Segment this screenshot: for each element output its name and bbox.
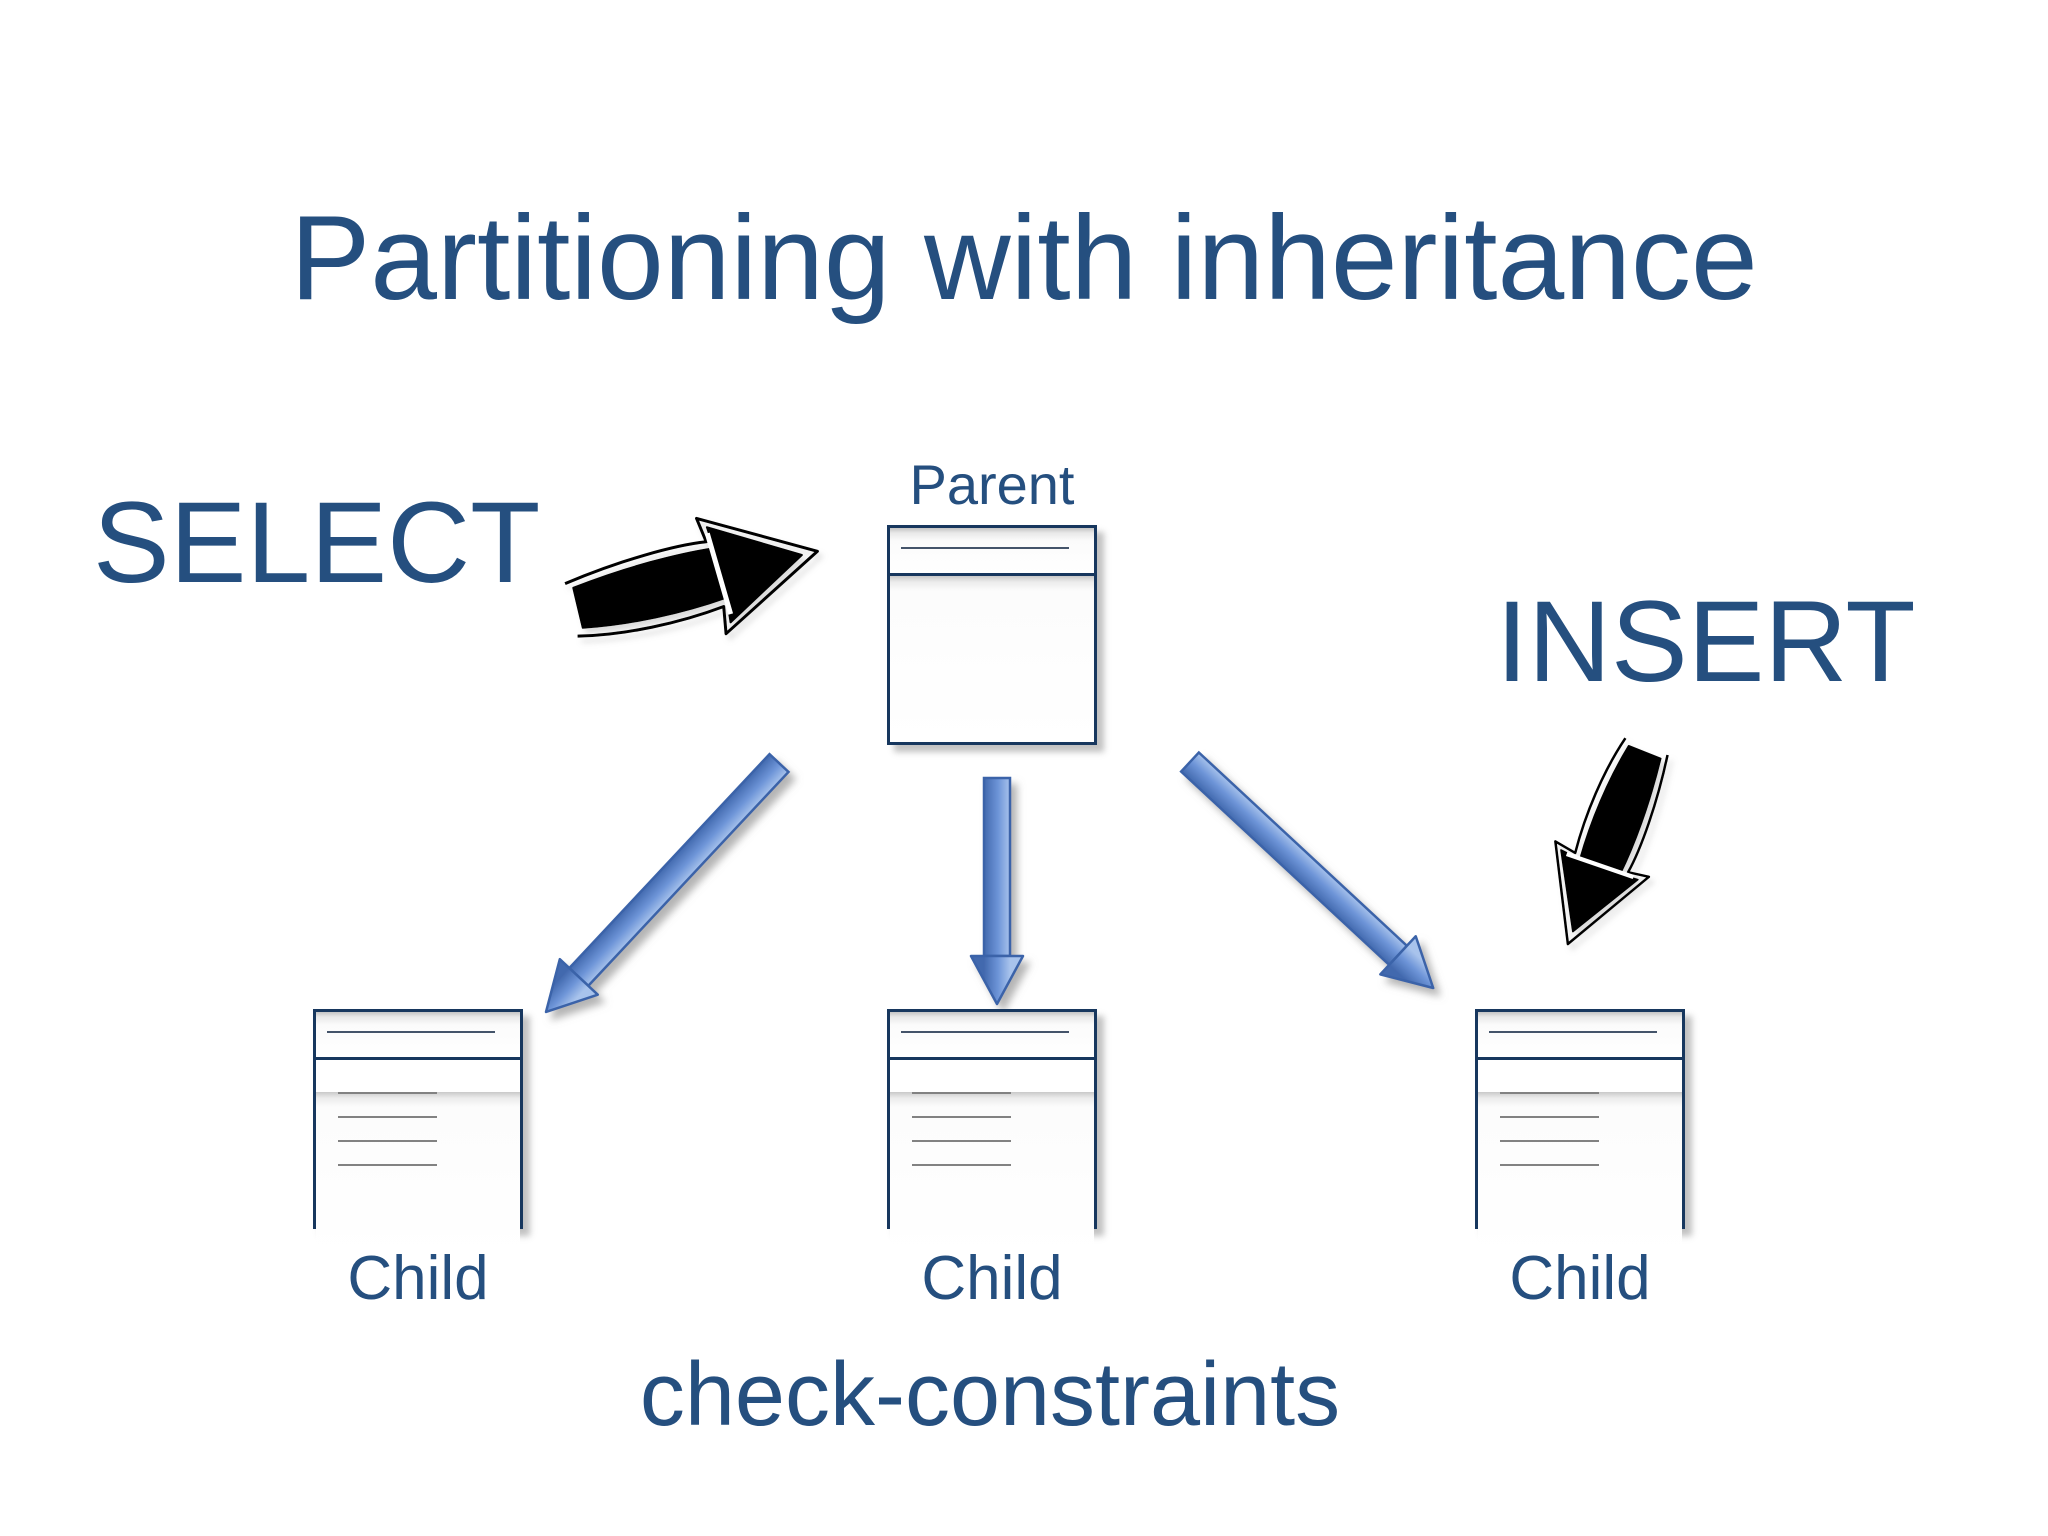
child-table-3-body [1478, 1092, 1682, 1258]
parent-table-label: Parent [909, 453, 1075, 516]
child-table-1-label: Child [347, 1244, 489, 1313]
slide-title: Partitioning with inheritance [290, 191, 1758, 325]
table-header-line [1489, 1031, 1657, 1033]
parent-table-header [890, 528, 1094, 576]
inheritance-arrow-left [544, 752, 791, 1014]
table-row-line [1500, 1164, 1599, 1166]
child-table-3-label: Child [1509, 1244, 1651, 1313]
table-row-line [912, 1116, 1011, 1118]
select-arrow-icon [557, 493, 831, 667]
inheritance-arrow-right [1179, 750, 1435, 990]
child-table-1-header [316, 1012, 520, 1060]
table-row-line [912, 1140, 1011, 1142]
table-row-line [338, 1164, 437, 1166]
table-row-line [912, 1164, 1011, 1166]
select-label: SELECT [93, 479, 541, 607]
table-row-line [338, 1116, 437, 1118]
table-row-line [1500, 1140, 1599, 1142]
parent-table [887, 525, 1097, 745]
child-table-1-body [316, 1092, 520, 1258]
table-header-line [901, 1031, 1069, 1033]
table-header-line [327, 1031, 495, 1033]
table-row-line [1500, 1116, 1599, 1118]
table-row-line [338, 1092, 437, 1094]
insert-label: INSERT [1496, 578, 1916, 706]
child-table-2-body [890, 1092, 1094, 1258]
child-table-2-label: Child [921, 1244, 1063, 1313]
child-table-1 [313, 1009, 523, 1258]
table-row-line [1500, 1092, 1599, 1094]
check-constraints-label: check-constraints [639, 1345, 1341, 1445]
child-table-2-header [890, 1012, 1094, 1060]
table-header-line [901, 547, 1069, 549]
child-table-3-header [1478, 1012, 1682, 1060]
child-table-3 [1475, 1009, 1685, 1258]
table-row-line [338, 1140, 437, 1142]
insert-arrow-icon [1522, 728, 1693, 962]
child-table-2 [887, 1009, 1097, 1258]
parent-table-body [890, 576, 1094, 742]
table-row-line [912, 1092, 1011, 1094]
inheritance-arrow-middle [969, 776, 1025, 1006]
